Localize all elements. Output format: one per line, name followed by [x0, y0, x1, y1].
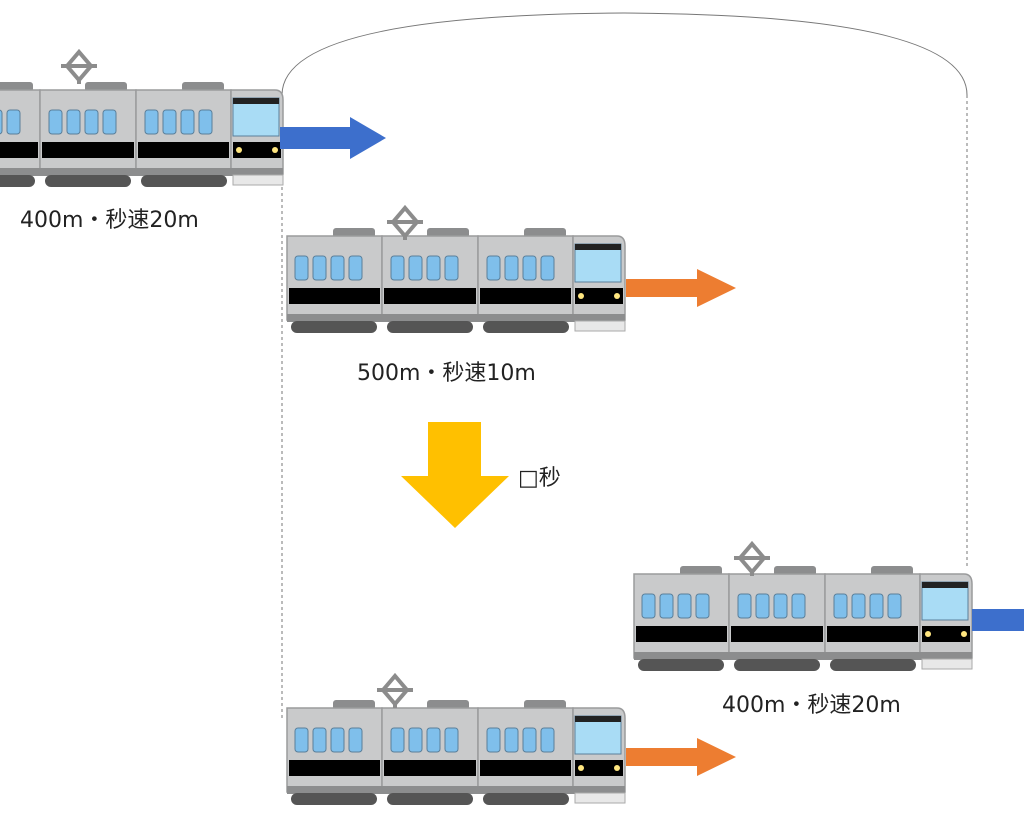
direction-arrow-blue-right [972, 609, 1024, 631]
train-blue-top [0, 48, 284, 188]
guide-arc [281, 12, 968, 96]
pantograph-icon [387, 204, 423, 240]
time-label: □秒 [518, 466, 561, 491]
train-blue-right [633, 540, 973, 672]
pantograph-icon [734, 540, 770, 576]
train-label-orange-mid: 500m・秒速10m [357, 361, 536, 386]
direction-arrow-orange-mid [626, 269, 736, 307]
train-label-blue-top: 400m・秒速20m [20, 208, 199, 233]
train-orange-bottom [286, 672, 626, 806]
pantograph-icon [377, 672, 413, 708]
train-label-blue-right: 400m・秒速20m [722, 693, 901, 718]
pantograph-icon [61, 48, 97, 84]
direction-arrow-orange-bottom [626, 738, 736, 776]
time-arrow-down [401, 422, 509, 528]
train-orange-mid [286, 204, 626, 334]
direction-arrow-blue-top [280, 117, 386, 159]
